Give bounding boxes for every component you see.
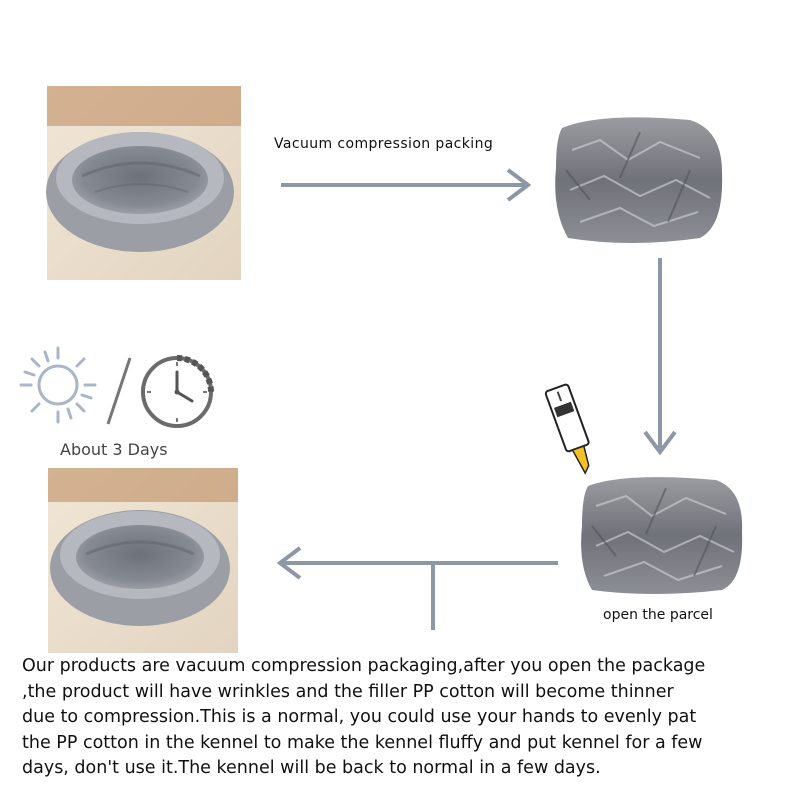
arrow-to-restored <box>276 546 558 630</box>
divider-slash <box>106 357 132 425</box>
instruction-text: Our products are vacuum compression pack… <box>22 654 792 782</box>
compressed-pack-photo-bottom <box>581 477 743 594</box>
instruction-line: ,the product will have wrinkles and the … <box>22 681 674 702</box>
wait-time-label: About 3 Days <box>60 440 168 459</box>
instruction-line: Our products are vacuum compression pack… <box>22 656 706 676</box>
open-step-label: open the parcel <box>603 607 713 623</box>
compressed-pack-photo-top <box>555 117 723 243</box>
utility-knife-icon <box>544 383 590 475</box>
vacuum-step-label: Vacuum compression packing <box>274 136 494 152</box>
instruction-line: the PP cotton in the kennel to make the … <box>22 732 703 753</box>
sun-icon <box>19 346 97 424</box>
clock-icon <box>141 355 214 428</box>
pet-bed-photo-before <box>46 86 241 280</box>
instruction-line: due to compression.This is a normal, you… <box>22 707 697 728</box>
arrow-down <box>643 258 677 456</box>
instruction-line: days, don't use it.The kennel will be ba… <box>22 758 601 779</box>
arrow-to-pack <box>281 168 532 202</box>
pet-bed-photo-after <box>48 468 238 653</box>
